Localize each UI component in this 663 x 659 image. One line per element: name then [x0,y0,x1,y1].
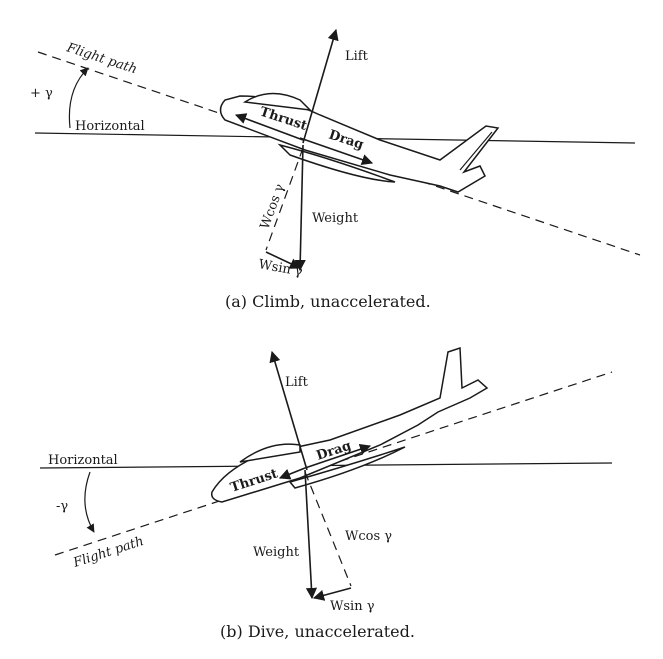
thrust-arrow-a [234,113,304,141]
thrust-arrow-b [278,467,306,480]
weight-arrow-b [304,469,318,600]
wsin-label-b: Wsin γ [330,599,375,614]
gamma-arc-b [84,471,95,533]
lift-arrow-b [269,350,308,471]
wcos-label-b: Wcos γ [345,529,392,544]
wcos-component-b [304,471,352,587]
lift-arrow-a [302,28,339,144]
weight-arrow-a [294,144,306,272]
wsin-component-b [312,587,352,601]
airplane-climb [219,92,500,193]
climb-diagram: Flight path + γ Horizontal Lift Thrust D… [30,28,641,311]
horizontal-label-a: Horizontal [75,119,145,134]
flight-path-label-b: Flight path [71,534,146,571]
wsin-label-a: Wsin γ [257,257,304,280]
caption-a: (a) Climb, unaccelerated. [225,292,431,311]
drag-arrow-a [299,137,374,165]
caption-b: (b) Dive, unaccelerated. [220,622,415,641]
wsin-component-a [265,251,302,269]
gamma-label-b: -γ [56,499,68,514]
lift-label-a: Lift [345,49,369,64]
weight-label-a: Weight [312,211,359,226]
weight-label-b: Weight [253,545,300,560]
lift-label-b: Lift [285,375,309,390]
drag-arrow-b [304,443,372,469]
horizontal-label-b: Horizontal [48,453,118,468]
gamma-arc-a [68,67,89,129]
gamma-label-a: + γ [30,86,53,101]
dive-diagram: Lift Horizontal Drag Thrust -γ Flight pa… [39,346,613,641]
wcos-label-a: Wcos γ [258,182,288,232]
wcos-component-a [265,147,304,251]
flight-path-label-a: Flight path [64,40,139,77]
